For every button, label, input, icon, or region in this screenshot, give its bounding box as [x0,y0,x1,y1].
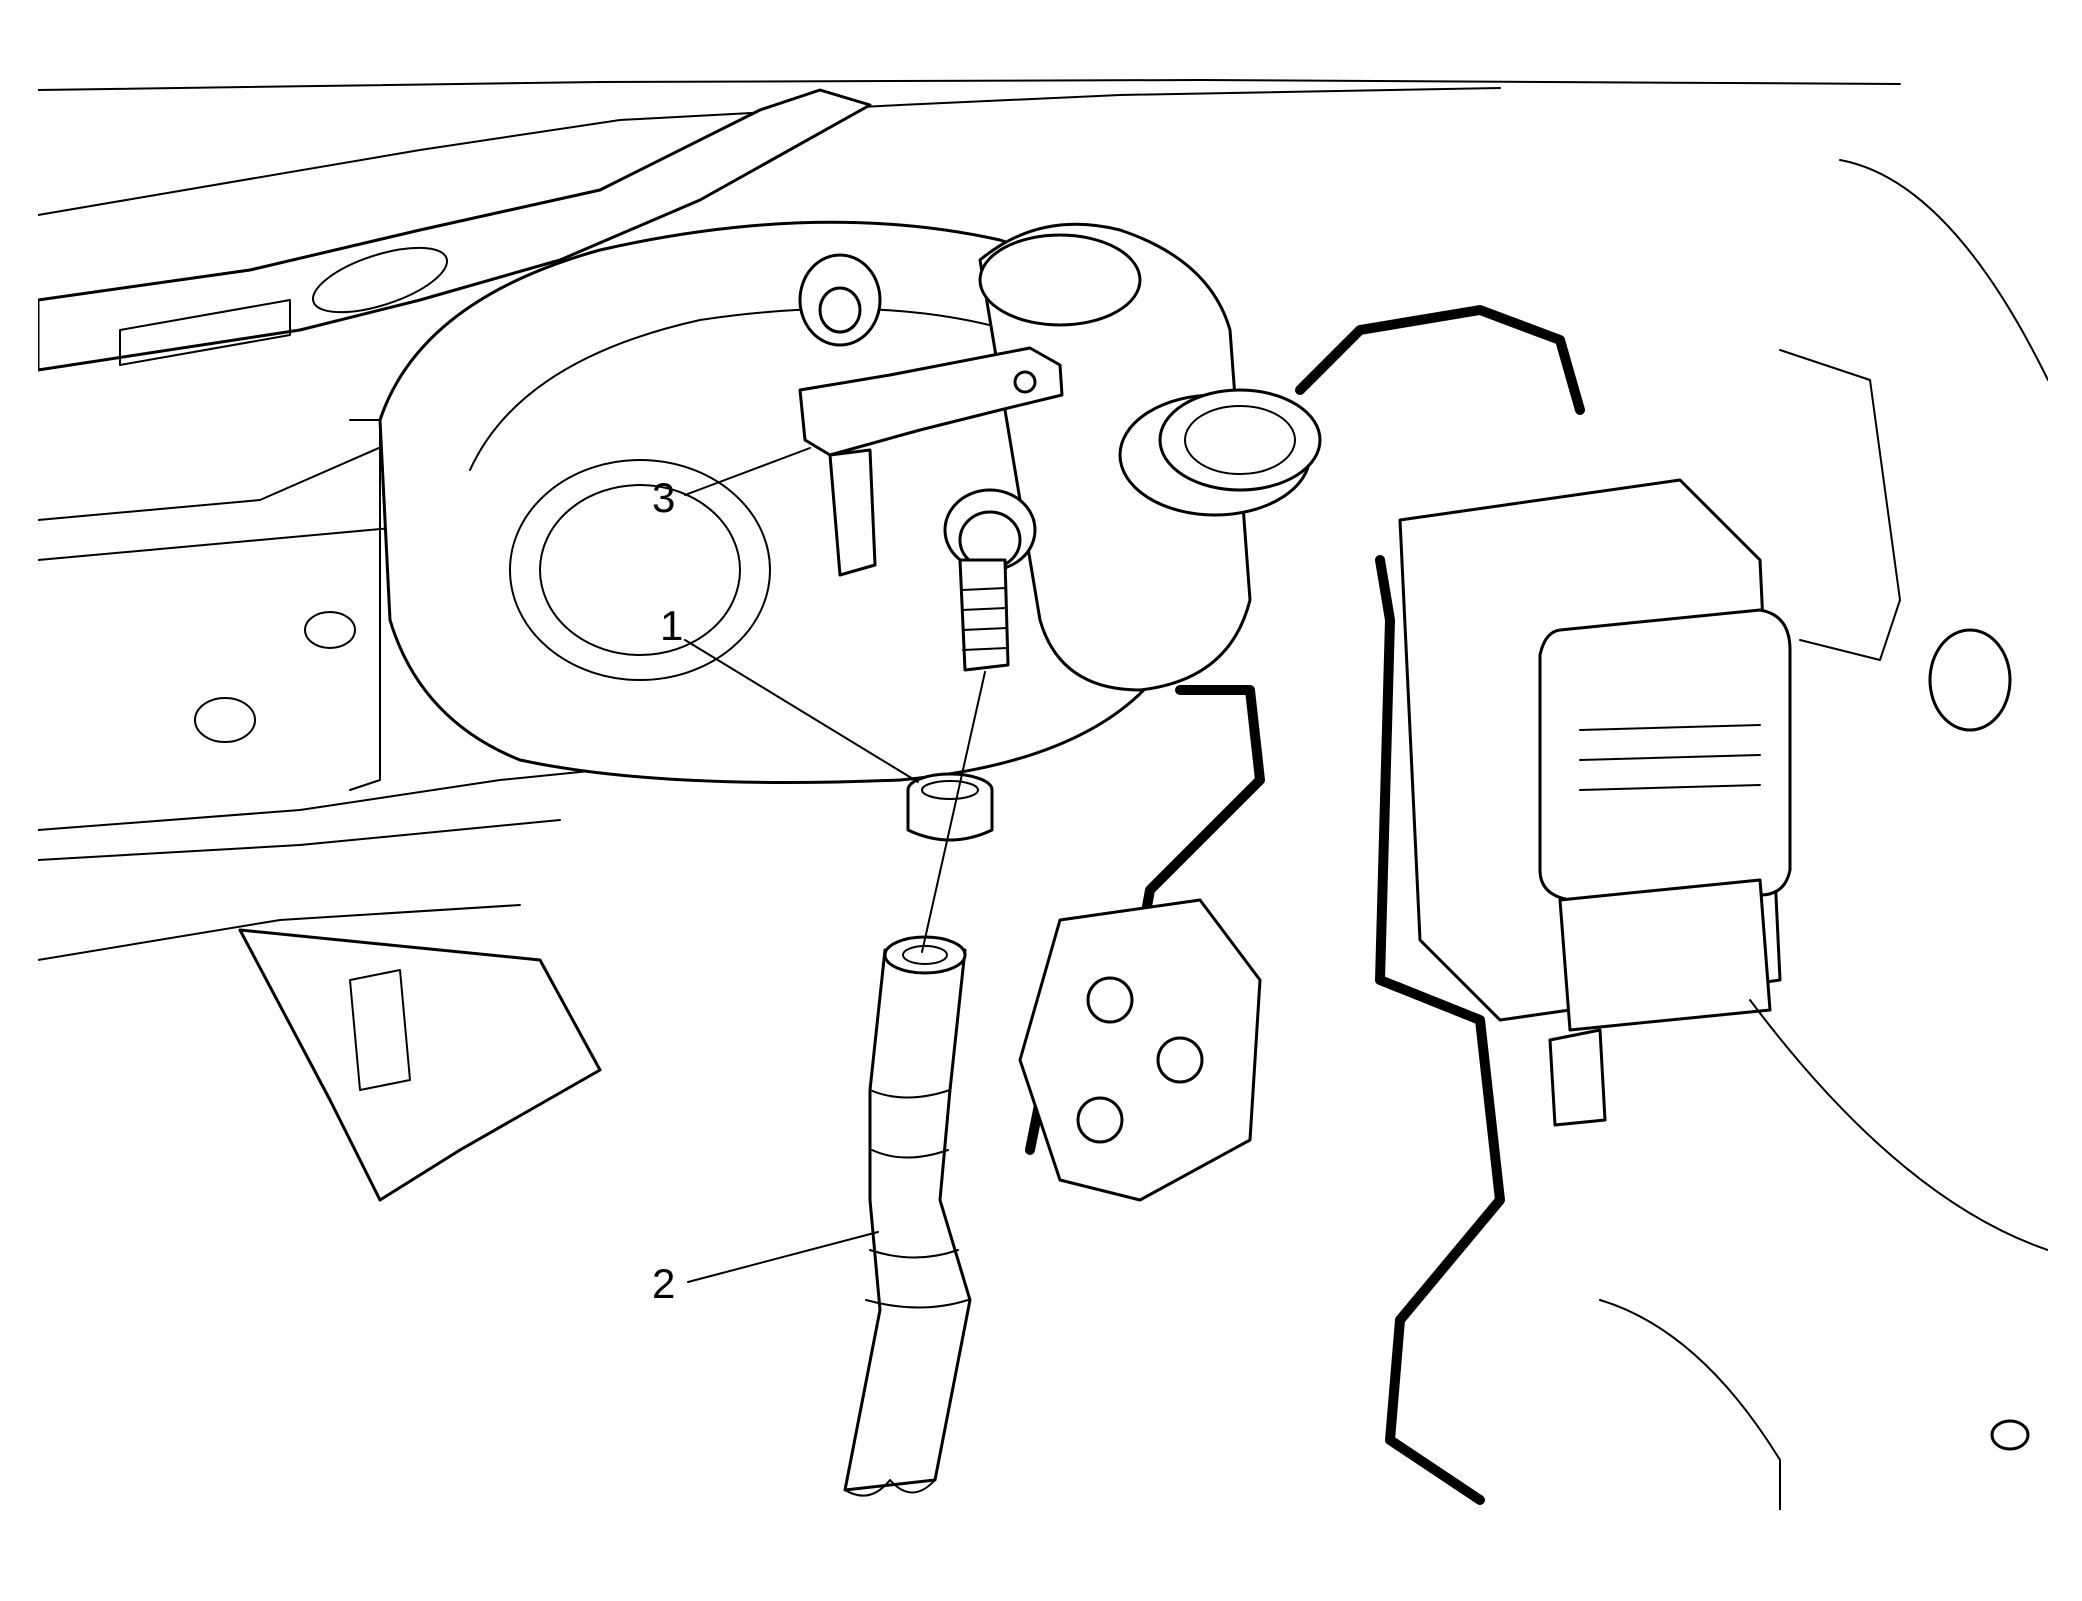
callout-2-leader [687,1231,879,1283]
callout-3-label: 3 [652,474,675,521]
callout-1-leader [684,639,919,783]
engine-bay-background [38,79,2048,1510]
vacuum-hose-component [843,935,972,1497]
callout-3-leader [684,447,811,496]
grommet-component [906,772,994,842]
assembly-axis-line [921,671,986,953]
callout-2-label: 2 [652,1260,675,1307]
callout-1-label: 1 [660,602,683,649]
vacuum-sensor-component [798,346,1064,672]
